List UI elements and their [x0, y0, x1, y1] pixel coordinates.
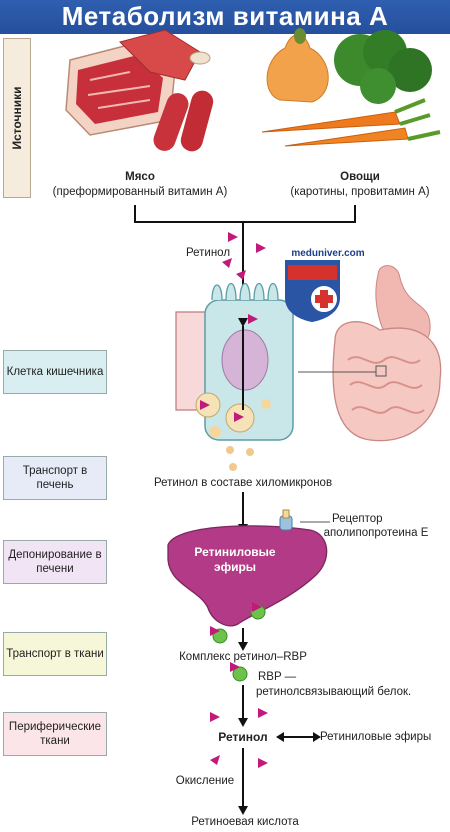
watermark-text: meduniver.com	[291, 248, 365, 259]
vegetables-illustration	[261, 28, 441, 147]
intestine-cell	[175, 282, 294, 471]
meat-note: (преформированный витамин А)	[52, 186, 228, 198]
complex-label: Комплекс ретинол–RBP	[179, 651, 307, 663]
retinol-label: Ретинол	[218, 730, 268, 744]
watermark-logo	[285, 260, 340, 322]
sources-tab: Источники	[3, 38, 31, 198]
page-title: Метаболизм витамина А	[61, 1, 389, 31]
chylomicron-label: Ретинол в составе хиломикронов	[153, 477, 333, 489]
stage-liver-storage: Депонирование в печени	[3, 540, 107, 584]
liver-label-line2: эфиры	[213, 560, 257, 574]
intestine-illustration	[332, 265, 442, 442]
rbp-label-line1: RBP —	[258, 671, 297, 683]
liver-illustration	[167, 509, 328, 682]
meat-illustration	[65, 29, 214, 152]
retinyl-esters-label: Ретиниловые эфиры	[320, 731, 432, 743]
receptor-label-line2: аполипопротеина Е	[323, 527, 429, 539]
title-bar	[0, 0, 450, 34]
retinoic-acid-label: Ретиноевая кислота	[191, 816, 299, 828]
vegetables-label: Овощи	[340, 171, 380, 183]
liver-label-line1: Ретиниловые	[194, 545, 276, 559]
meat-label: Мясо	[125, 171, 155, 183]
stage-peripheral-tissues: Периферические ткани	[3, 712, 107, 756]
receptor-label-line1: Рецептор	[332, 513, 383, 525]
oxidation-label: Окисление	[175, 775, 235, 787]
retinol-markers	[200, 232, 266, 422]
vegetables-note: (каротины, провитамин А)	[290, 186, 430, 198]
stage-transport-tissues: Транспорт в ткани	[3, 632, 107, 676]
stage-intestine-cell: Клетка кишечника	[3, 350, 107, 394]
stage-transport-liver: Транспорт в печень	[3, 456, 107, 500]
retinol-top-label: Ретинол	[185, 247, 231, 259]
rbp-label-line2: ретинолсвязывающий белок.	[256, 686, 412, 698]
